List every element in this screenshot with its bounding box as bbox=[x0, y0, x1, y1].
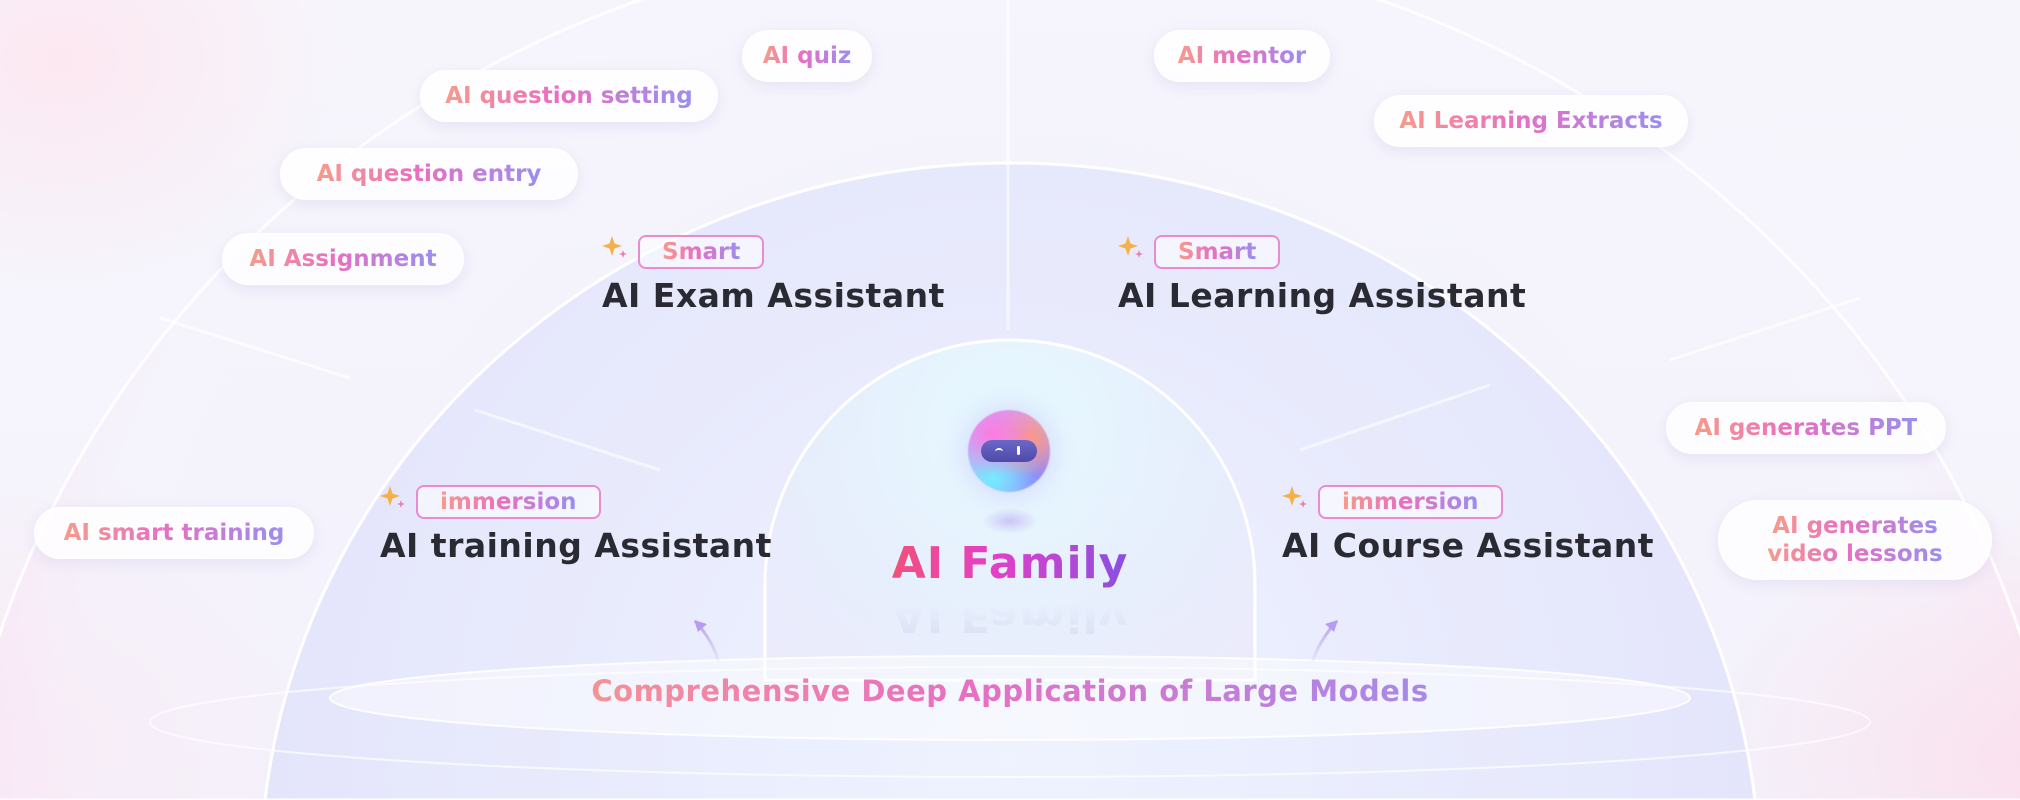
feature-pill-quiz[interactable]: AI quiz bbox=[742, 30, 872, 82]
feature-label: AI generates PPT bbox=[1694, 415, 1918, 441]
badge: immersion bbox=[416, 485, 601, 519]
feature-pill-smart-training[interactable]: AI smart training bbox=[34, 507, 314, 559]
center-title: AI Family bbox=[850, 538, 1170, 589]
arrow-up-icon bbox=[1325, 620, 1338, 632]
sparkle-icon bbox=[1118, 236, 1143, 258]
badge-label: immersion bbox=[440, 489, 577, 515]
mascot-eye bbox=[995, 448, 1003, 455]
feature-pill-mentor[interactable]: AI mentor bbox=[1154, 30, 1330, 82]
assistant-title: AI training Assistant bbox=[380, 526, 772, 565]
badge: immersion bbox=[1318, 485, 1503, 519]
feature-label: AI question entry bbox=[316, 161, 542, 187]
badge: Smart bbox=[1154, 235, 1281, 269]
badge-label: Smart bbox=[662, 239, 741, 265]
feature-label: AI quiz bbox=[762, 43, 852, 69]
feature-label: AI Learning Extracts bbox=[1399, 108, 1663, 134]
feature-label-line2: video lessons bbox=[1767, 541, 1943, 567]
sparkle-icon bbox=[380, 486, 405, 508]
feature-label: AI Assignment bbox=[249, 246, 437, 272]
feature-pill-question-setting[interactable]: AI question setting bbox=[420, 70, 718, 122]
feature-pill-video-lessons[interactable]: AI generates video lessons bbox=[1718, 500, 1992, 580]
badge-label: immersion bbox=[1342, 489, 1479, 515]
feature-label: AI mentor bbox=[1177, 43, 1307, 69]
assistant-training[interactable]: immersion AI training Assistant bbox=[380, 484, 772, 565]
bottom-caption: Comprehensive Deep Application of Large … bbox=[500, 674, 1520, 708]
center-title-reflection: AI Family bbox=[891, 590, 1129, 641]
assistant-title: AI Exam Assistant bbox=[602, 276, 945, 315]
feature-label: AI question setting bbox=[445, 83, 693, 109]
assistant-title: AI Course Assistant bbox=[1282, 526, 1655, 565]
mascot-eye bbox=[1017, 446, 1020, 455]
sparkle-icon bbox=[602, 236, 627, 258]
mascot-face bbox=[981, 440, 1037, 462]
mascot-reflection bbox=[982, 508, 1038, 534]
arrow-up-icon bbox=[694, 620, 707, 632]
feature-label-line1: AI generates bbox=[1772, 513, 1938, 539]
badge-label: Smart bbox=[1178, 239, 1257, 265]
feature-pill-learning-extracts[interactable]: AI Learning Extracts bbox=[1374, 95, 1688, 147]
feature-pill-assignment[interactable]: AI Assignment bbox=[222, 233, 464, 285]
assistant-exam[interactable]: Smart AI Exam Assistant bbox=[602, 234, 945, 315]
assistant-title: AI Learning Assistant bbox=[1118, 276, 1527, 315]
feature-pill-question-entry[interactable]: AI question entry bbox=[280, 148, 578, 200]
feature-pill-generates-ppt[interactable]: AI generates PPT bbox=[1666, 402, 1946, 454]
assistant-learning[interactable]: Smart AI Learning Assistant bbox=[1118, 234, 1526, 315]
badge: Smart bbox=[638, 235, 765, 269]
feature-label: AI smart training bbox=[63, 520, 285, 546]
sparkle-icon bbox=[1282, 486, 1307, 508]
assistant-course[interactable]: immersion AI Course Assistant bbox=[1282, 484, 1654, 565]
